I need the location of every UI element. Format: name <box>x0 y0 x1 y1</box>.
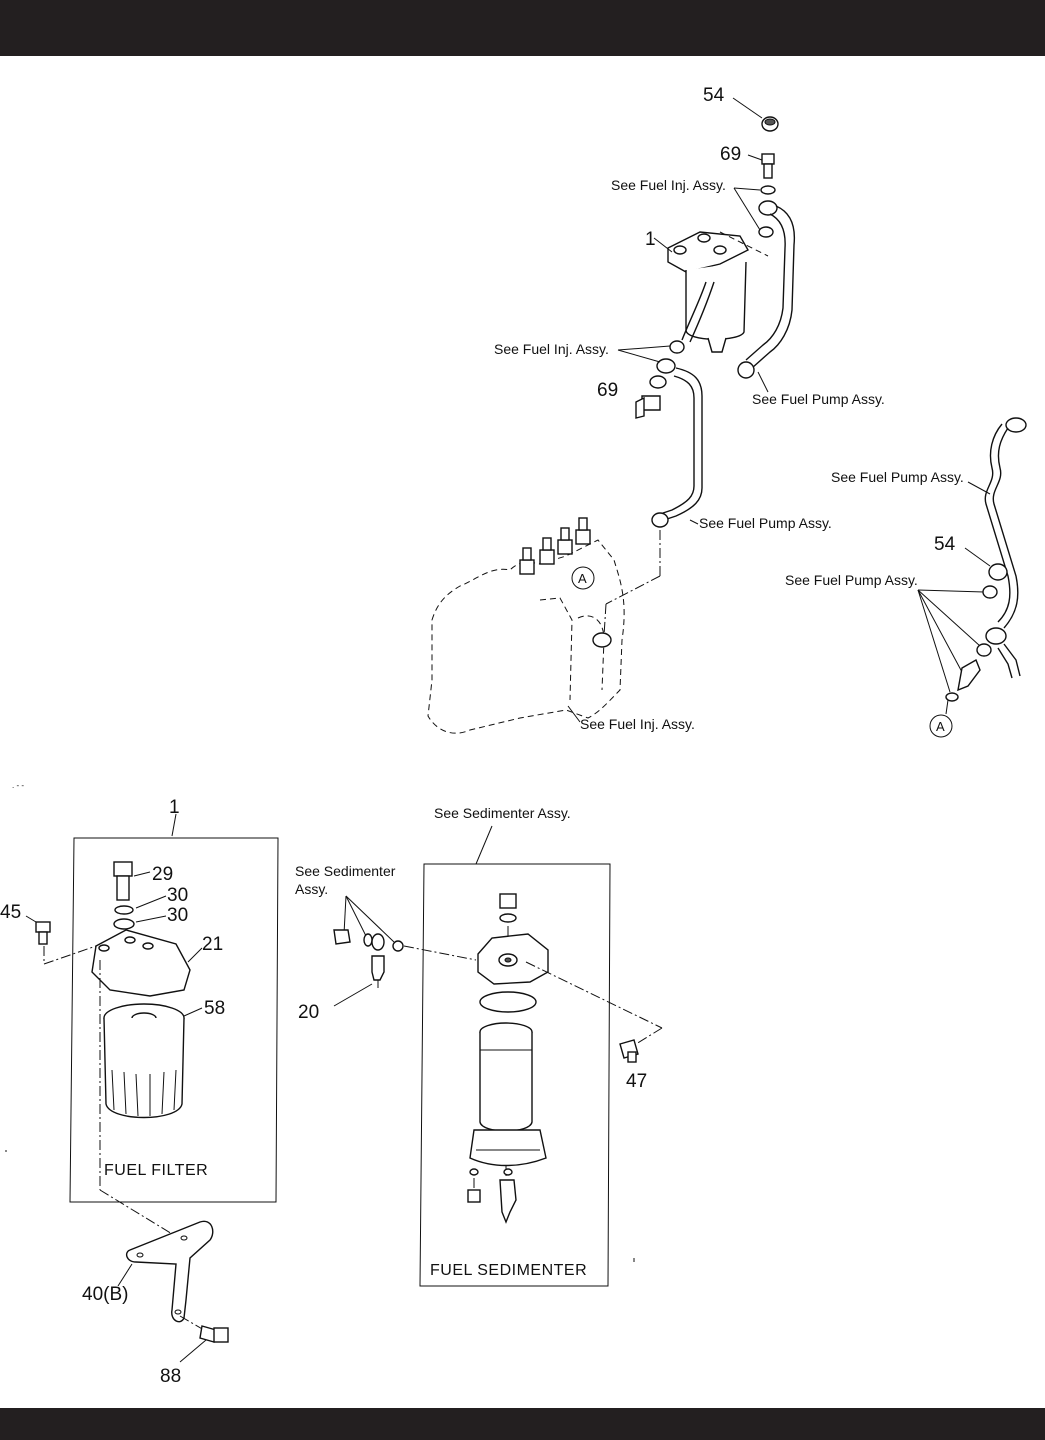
callout-20: 20 <box>298 1002 319 1023</box>
ref-fuel-pump-3: See Fuel Pump Assy. <box>831 469 964 485</box>
fuel-filter-head-top <box>667 231 769 353</box>
fuel-sedimenter-box <box>419 863 611 1287</box>
callout-45: 45 <box>0 902 21 923</box>
circle-a-right-label: A <box>936 719 945 734</box>
upper-assembly: 54 69 See Fuel Inj. Assy. See Fuel Pump … <box>427 85 885 734</box>
ref-sedimenter-top: See Sedimenter Assy. <box>434 805 571 821</box>
ref-fuel-inj-2: See Fuel Inj. Assy. <box>494 341 609 357</box>
ref-sedimenter-left-2: Assy. <box>295 881 328 897</box>
fuel-filter-box <box>69 837 279 1203</box>
ref-fuel-pump-1: See Fuel Pump Assy. <box>752 391 885 407</box>
callout-30a: 30 <box>167 885 188 906</box>
callout-88: 88 <box>160 1366 181 1387</box>
circle-a-pump-label: A <box>578 571 587 586</box>
fuel-sedimenter-label: FUEL SEDIMENTER <box>430 1262 587 1279</box>
callout-54-top: 54 <box>703 85 725 106</box>
right-pump-pipe: See Fuel Pump Assy. 54 See Fuel Pump Ass… <box>785 417 1027 738</box>
callout-29: 29 <box>152 864 173 885</box>
callout-1-top: 1 <box>645 229 656 250</box>
ref-fuel-pump-2: See Fuel Pump Assy. <box>699 515 832 531</box>
circle-a-right <box>929 714 953 738</box>
fuel-filter-label: FUEL FILTER <box>104 1162 208 1179</box>
header-bar <box>0 0 1045 56</box>
callout-40b: 40(B) <box>82 1284 128 1305</box>
delivery-valves <box>519 517 591 575</box>
ref-sedimenter-left-1: See Sedimenter <box>295 863 396 879</box>
footer-bar <box>0 1408 1045 1440</box>
cap-54-top <box>732 97 779 132</box>
bolt-69-middle <box>635 395 661 419</box>
callout-54-right: 54 <box>934 534 956 555</box>
callout-69-top: 69 <box>720 144 741 165</box>
bolt-69-top <box>747 153 778 238</box>
svg-text:. - -: . - - <box>12 781 24 790</box>
callout-21: 21 <box>202 934 223 955</box>
ref-fuel-inj-3: See Fuel Inj. Assy. <box>580 716 695 732</box>
callout-1-filter: 1 <box>169 797 180 818</box>
fuel-sedimenter-group: See Sedimenter Assy. FUEL SEDIMENTER See… <box>295 805 663 1287</box>
callout-30b: 30 <box>167 905 188 926</box>
fuel-filter-group: 1 FUEL FILTER 29 30 30 21 45 58 <box>0 797 279 1387</box>
callout-58: 58 <box>204 998 225 1019</box>
circle-a-pump <box>571 566 595 590</box>
ref-fuel-inj-1: See Fuel Inj. Assy. <box>611 177 726 193</box>
callout-69-middle: 69 <box>597 380 618 401</box>
callout-47: 47 <box>626 1071 647 1092</box>
ref-fuel-pump-4: See Fuel Pump Assy. <box>785 572 918 588</box>
